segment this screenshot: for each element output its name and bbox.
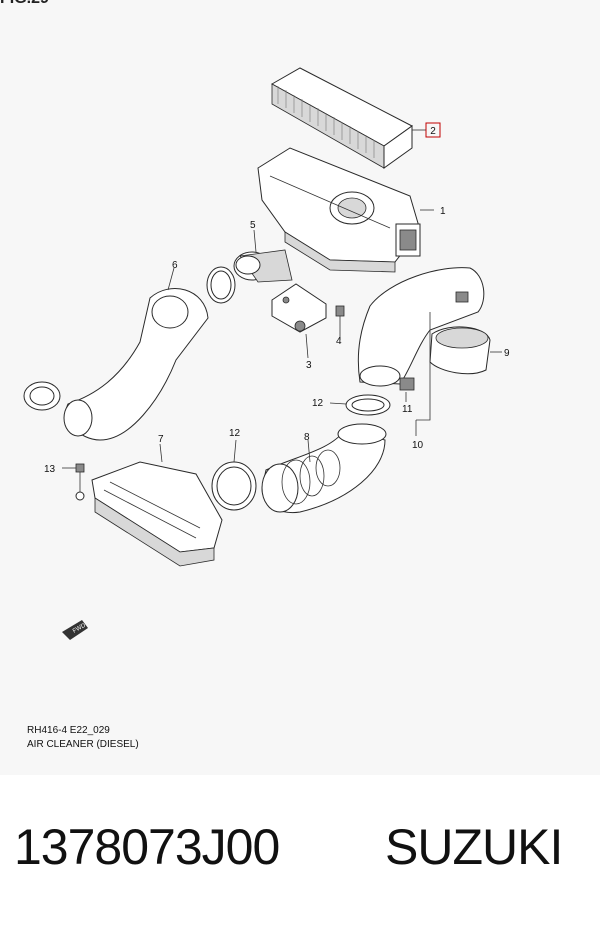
diagram-title: AIR CLEANER (DIESEL) bbox=[27, 739, 139, 750]
air-filter-element bbox=[270, 67, 413, 169]
intake-pipe-5 bbox=[233, 249, 293, 283]
bolt-4 bbox=[335, 305, 345, 330]
hose-6 bbox=[63, 288, 209, 441]
brand-name: SUZUKI bbox=[385, 819, 563, 875]
bracket-3 bbox=[271, 283, 327, 333]
air-duct-7 bbox=[91, 461, 223, 567]
resonator-9 bbox=[429, 326, 491, 375]
hose-8 bbox=[261, 423, 387, 514]
part-number: 1378073J00 bbox=[14, 819, 280, 875]
grommet-11 bbox=[399, 377, 415, 391]
figure-label: FIG.29 bbox=[0, 0, 49, 8]
clamp-12-lower bbox=[211, 461, 257, 511]
callout-1: 1 bbox=[440, 206, 446, 217]
footer-bar bbox=[0, 775, 600, 932]
callout-4: 4 bbox=[336, 336, 342, 347]
diagram-caption: RH416-4 E22_029 AIR CLEANER (DIESEL) bbox=[27, 724, 139, 752]
callout-5: 5 bbox=[250, 220, 256, 231]
callout-2: 2 bbox=[425, 122, 441, 138]
callout-9: 9 bbox=[504, 348, 510, 359]
callout-13: 13 bbox=[44, 464, 56, 475]
callout-12-upper: 12 bbox=[312, 398, 324, 409]
leader-lines bbox=[62, 129, 502, 469]
callout-7: 7 bbox=[158, 434, 164, 445]
bolt-13 bbox=[75, 463, 85, 501]
clamp-6 bbox=[206, 266, 236, 304]
clamp-12-upper bbox=[345, 394, 391, 416]
forward-direction-icon: FWD bbox=[62, 620, 88, 640]
callout-11: 11 bbox=[402, 404, 413, 415]
parts-illustration: 2 1 5 6 3 4 9 11 12 10 8 12 7 13 FWD bbox=[23, 67, 510, 640]
resonator-duct-10 bbox=[357, 267, 485, 387]
air-cleaner-case bbox=[257, 147, 421, 273]
callout-10: 10 bbox=[412, 440, 424, 451]
svg-text:2: 2 bbox=[430, 126, 436, 137]
clamp-lower bbox=[23, 381, 61, 411]
callout-12-lower: 12 bbox=[229, 428, 241, 439]
diagram-code: RH416-4 E22_029 bbox=[27, 725, 110, 736]
callout-6: 6 bbox=[172, 260, 178, 271]
callout-8: 8 bbox=[304, 432, 310, 443]
callout-3: 3 bbox=[306, 360, 312, 371]
exploded-parts-diagram: FIG.29 bbox=[0, 0, 510, 752]
